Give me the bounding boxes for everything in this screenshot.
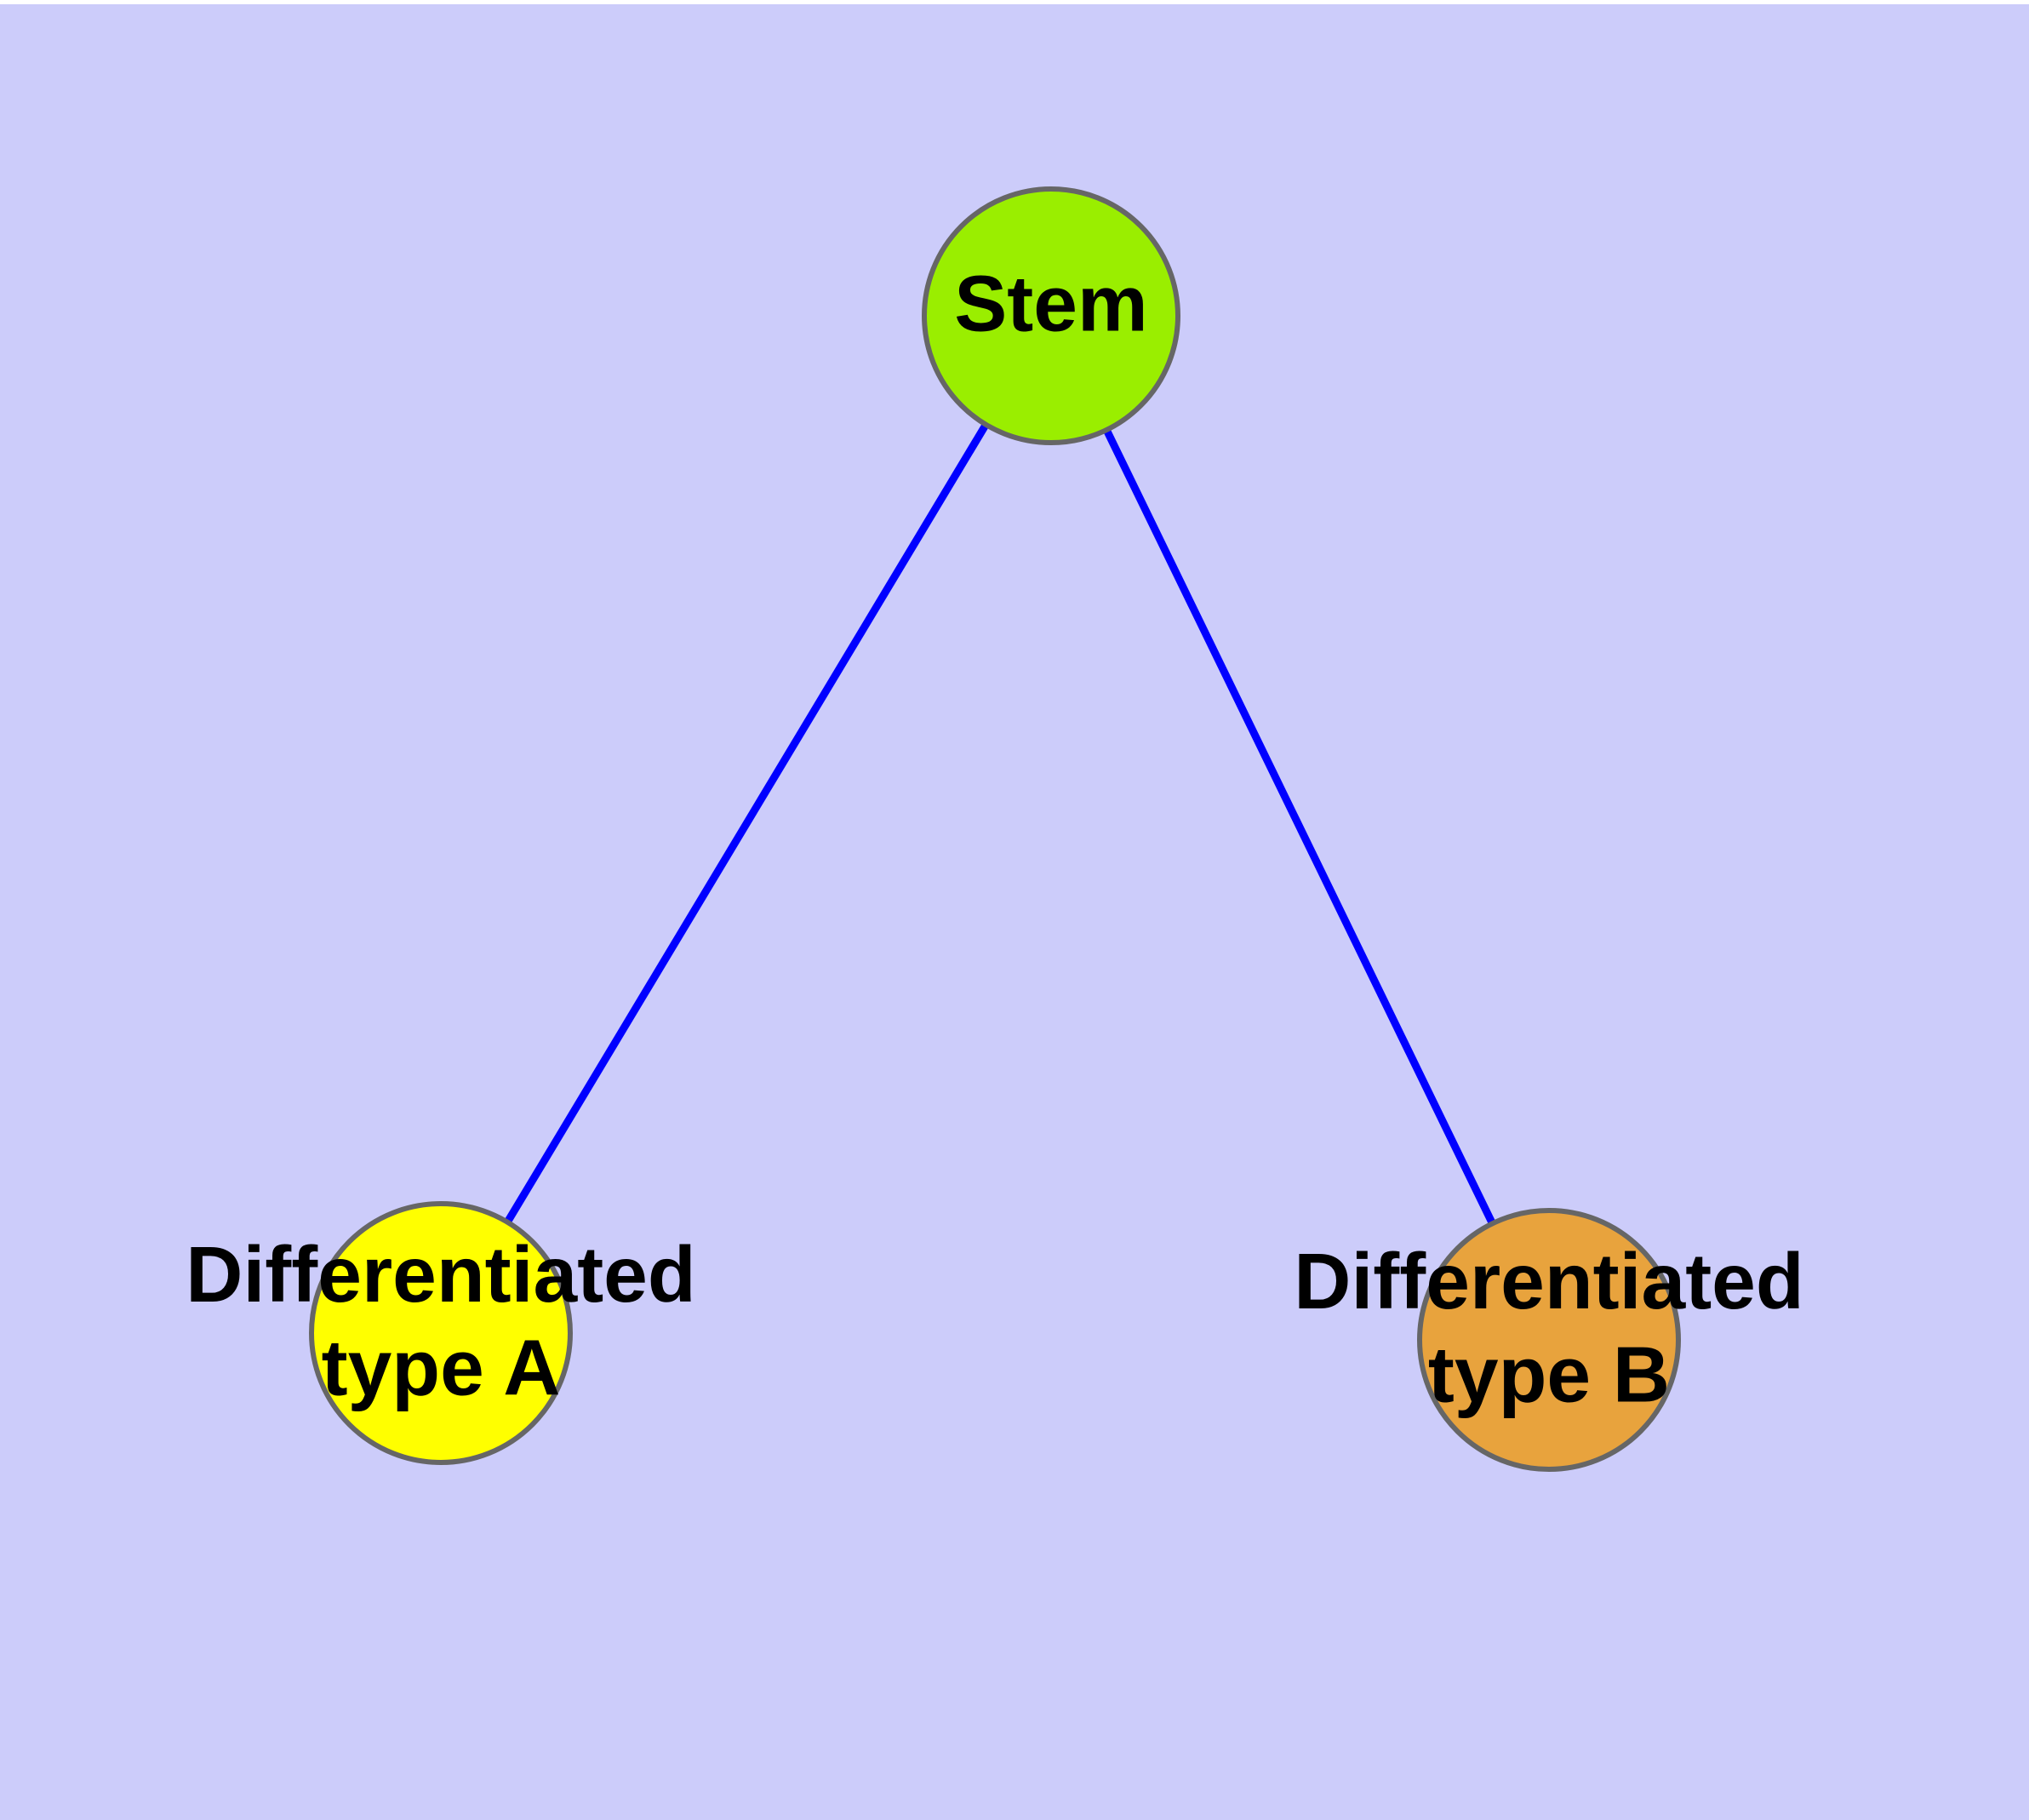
node-label-line: type A [322,1324,561,1412]
node-diff_b[interactable] [1417,1208,1681,1472]
node-label-line: Differentiated [186,1230,695,1319]
edge-stem-to-diff_a [500,415,994,1232]
node-label-stem: Stem [954,260,1147,348]
node-diff_a[interactable] [309,1201,573,1465]
edge-stem-to-diff_b [1099,421,1500,1233]
node-stem[interactable] [922,186,1180,445]
nodes-group [309,186,1681,1472]
node-label-line: Stem [954,260,1147,348]
node-label-line: Differentiated [1294,1237,1803,1325]
node-label-line: type B [1428,1331,1670,1419]
edges-group [500,415,1500,1233]
